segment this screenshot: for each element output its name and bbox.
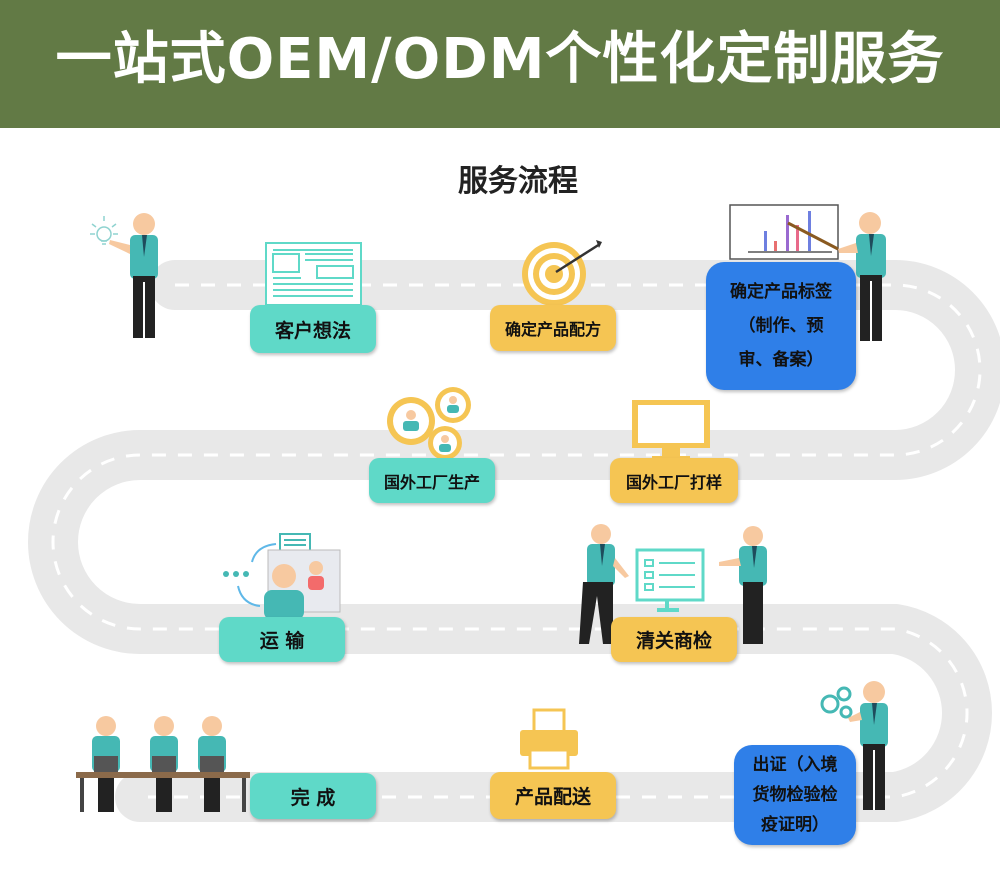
process-subtitle: 服务流程	[458, 164, 578, 199]
step-confirm-label: 确定产品标签 （制作、预 审、备案）	[706, 262, 856, 390]
step-customer-idea: 客户想法	[250, 305, 376, 353]
step-confirm-formula: 确定产品配方	[490, 305, 616, 351]
inspection-board-icon	[579, 524, 767, 644]
printer-icon	[520, 708, 578, 770]
chart-board-icon	[729, 204, 886, 341]
target-icon	[522, 240, 602, 306]
gear-people-icon	[387, 387, 471, 460]
monitor-icon	[632, 400, 710, 461]
step-factory-sample: 国外工厂打样	[610, 458, 738, 503]
header-banner: 一站式OEM/ODM个性化定制服务	[0, 0, 1000, 128]
step-factory-production: 国外工厂生产	[369, 458, 495, 503]
gear-icon	[820, 681, 888, 810]
step-certificate: 出证（入境 货物检验检 疫证明）	[734, 745, 856, 845]
step-transport: 运 输	[219, 617, 345, 662]
presenter-person-icon	[90, 213, 158, 338]
page-title: 一站式OEM/ODM个性化定制服务	[55, 27, 945, 92]
step-product-delivery: 产品配送	[490, 772, 616, 819]
document-icon	[265, 242, 362, 306]
step-complete: 完 成	[250, 773, 376, 819]
step-customs-inspection: 清关商检	[611, 617, 737, 662]
video-call-icon	[223, 533, 341, 620]
team-desk-icon	[76, 716, 250, 812]
